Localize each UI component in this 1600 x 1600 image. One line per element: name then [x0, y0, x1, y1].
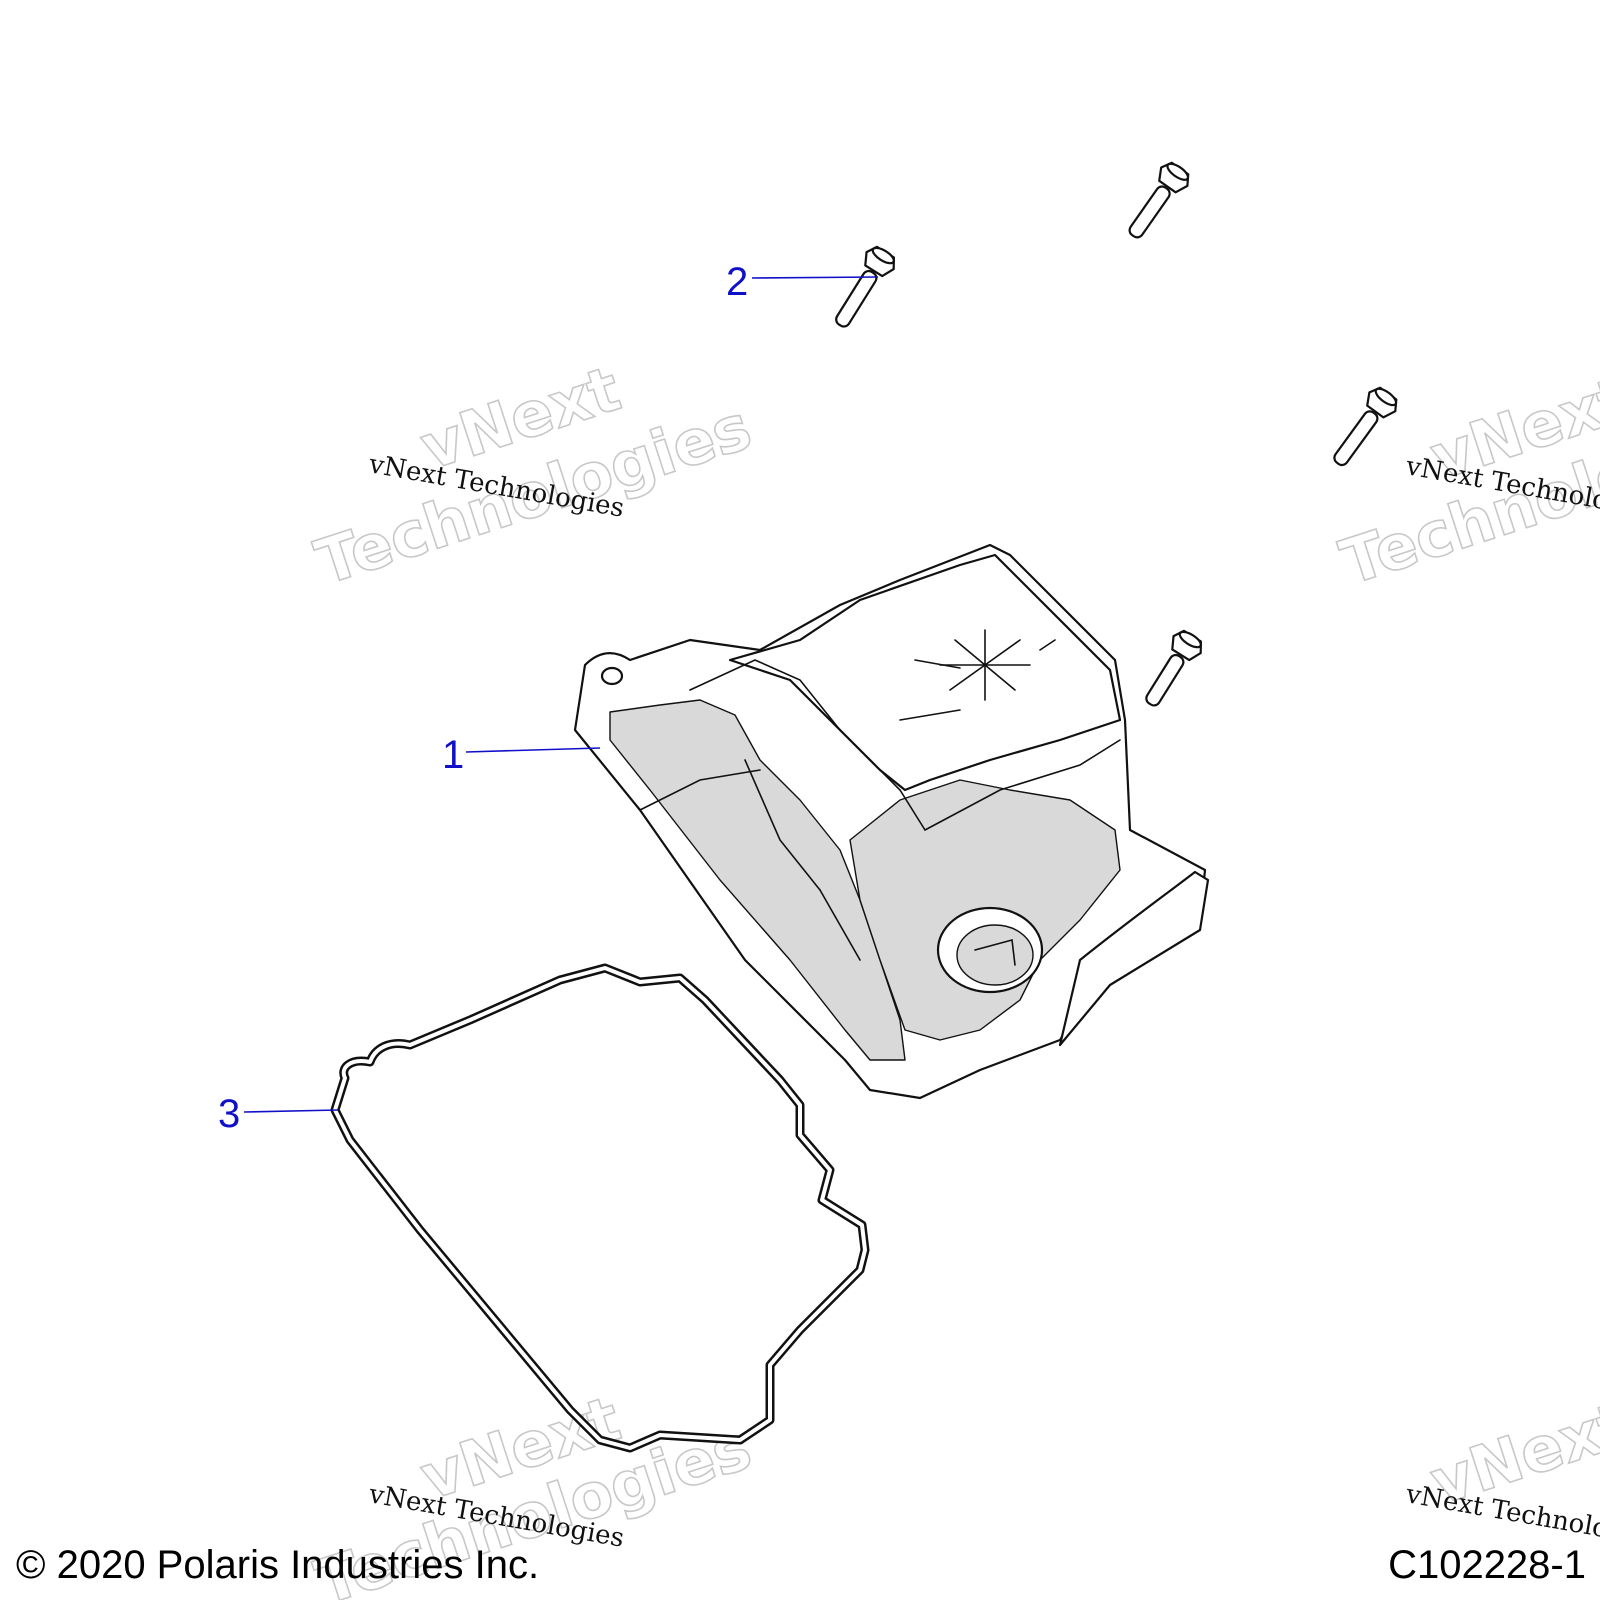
bolt-callout-2: [835, 245, 895, 328]
bolt-top-right: [1128, 161, 1190, 239]
callout-3: 3: [218, 1092, 339, 1136]
valve-cover: [573, 543, 1210, 1100]
gasket: [330, 963, 870, 1453]
svg-text:3: 3: [218, 1092, 240, 1136]
copyright-text: © 2020 Polaris Industries Inc.: [16, 1543, 539, 1587]
bolt-lower-right: [1145, 629, 1202, 707]
callout-2: 2: [726, 260, 879, 304]
star-emblem-icon: [899, 629, 1056, 721]
svg-text:2: 2: [726, 260, 748, 304]
bolt-right: [1333, 386, 1398, 467]
callout-1: 1: [442, 733, 601, 777]
watermark-top-left: vNext Technologies vNext Technologies: [306, 351, 760, 600]
watermark-bottom-right: vNext vNext Technologies: [1403, 1386, 1600, 1554]
figure-id: C102228-1: [1388, 1543, 1586, 1587]
svg-text:1: 1: [442, 733, 464, 777]
